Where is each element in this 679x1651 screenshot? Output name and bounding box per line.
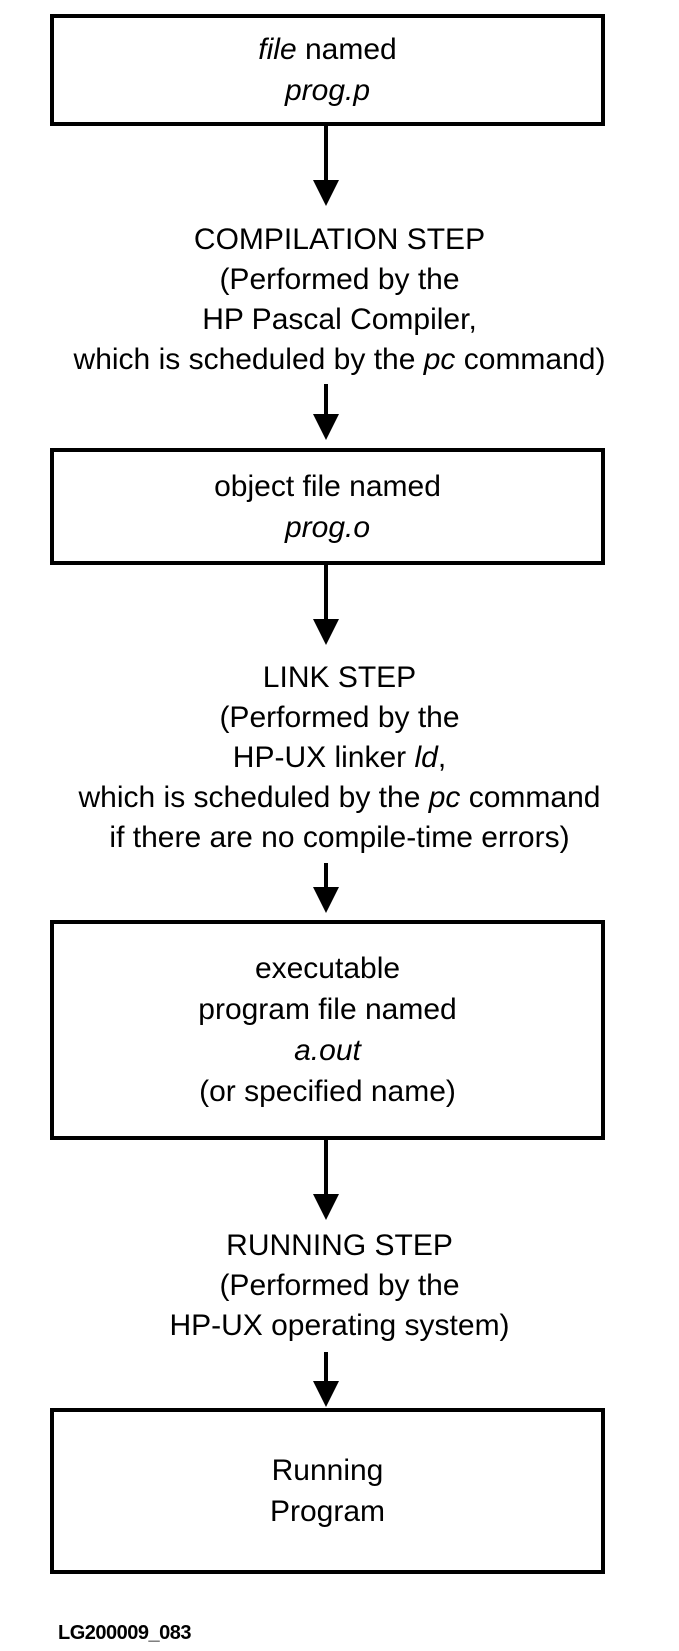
compilation-step-title: COMPILATION STEP xyxy=(193,223,486,256)
link-step-text: LINK STEP (Performed by the HP-UX linker… xyxy=(0,658,679,858)
figure-code: LG200009_083 xyxy=(58,1622,192,1644)
arrow-down-icon xyxy=(311,126,341,206)
link-step-title: LINK STEP xyxy=(262,661,417,694)
object-file-box: object file named prog.o xyxy=(50,448,605,565)
source-file-name: prog.p xyxy=(284,74,371,107)
source-file-box: file named prog.p xyxy=(50,14,605,126)
source-file-label: file named xyxy=(258,33,397,66)
executable-file-box: executable program file named a.out (or … xyxy=(50,920,605,1140)
arrow-down-icon xyxy=(311,1352,341,1407)
running-program-box: Running Program xyxy=(50,1408,605,1574)
compilation-step-text: COMPILATION STEP (Performed by the HP Pa… xyxy=(0,220,679,380)
arrow-down-icon xyxy=(311,863,341,913)
running-step-title: RUNNING STEP xyxy=(226,1229,453,1262)
running-step-text: RUNNING STEP (Performed by the HP-UX ope… xyxy=(0,1226,679,1346)
arrow-down-icon xyxy=(311,1140,341,1220)
arrow-down-icon xyxy=(311,384,341,440)
arrow-down-icon xyxy=(311,565,341,645)
